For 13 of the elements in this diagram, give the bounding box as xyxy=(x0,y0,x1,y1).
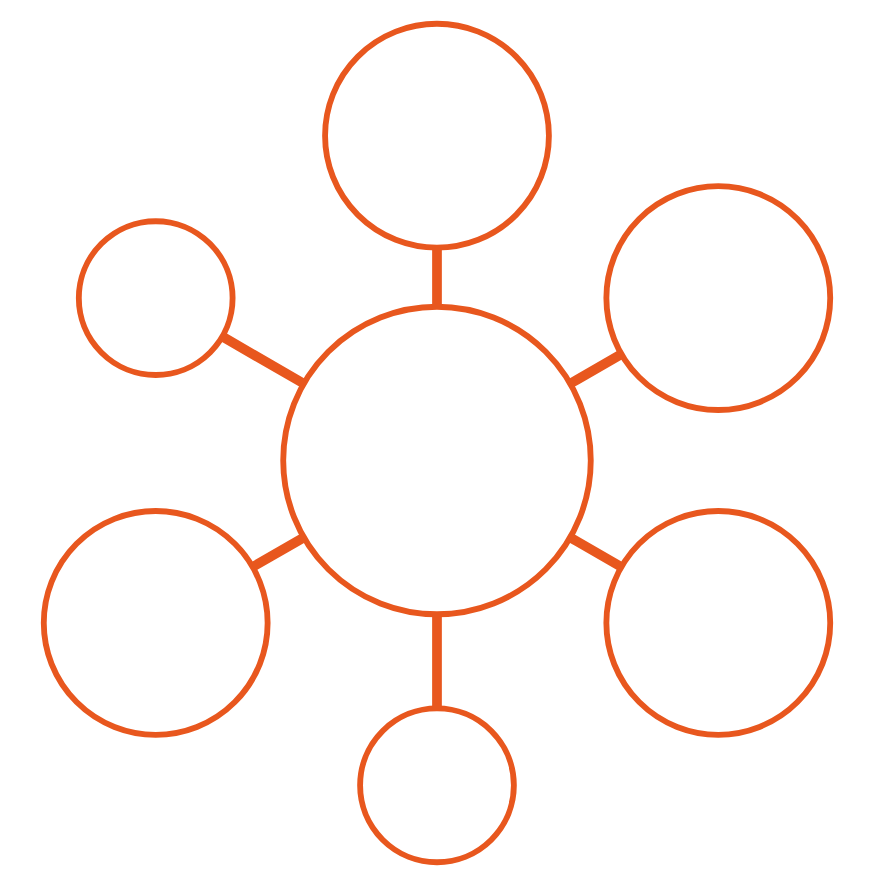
node-circle xyxy=(322,20,552,251)
connector xyxy=(567,350,624,388)
node-circle xyxy=(75,218,236,378)
node-circle xyxy=(40,508,271,738)
node-circle xyxy=(603,183,834,413)
connector xyxy=(432,248,442,307)
connector xyxy=(220,332,307,388)
connector xyxy=(432,614,442,708)
node-circle xyxy=(603,508,834,738)
node-circle xyxy=(357,705,517,866)
node-circle xyxy=(280,303,594,618)
connector xyxy=(250,533,307,571)
connector xyxy=(567,533,624,571)
